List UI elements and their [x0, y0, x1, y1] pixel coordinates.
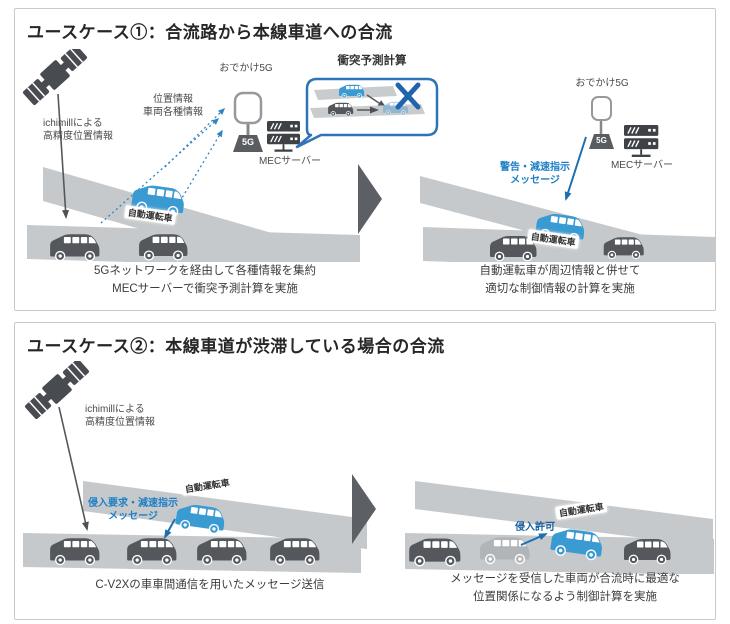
- usecase1-diagram: ichimillによる 高精度位置情報 位置情報 車両各種情報 おでかけ5G 5…: [15, 49, 715, 262]
- mec-server-icon-left: [266, 120, 301, 153]
- gps-satellite-icon: [20, 49, 90, 109]
- collision-x-icon: [395, 82, 421, 110]
- ichimill-label: ichimillによる 高精度位置情報: [43, 118, 113, 142]
- position-info-label: 位置情報 車両各種情報: [143, 94, 203, 118]
- permission-arrow: [520, 533, 548, 546]
- collision-calc-label: 衝突予測計算: [337, 55, 407, 67]
- usecase1-panel: ユースケース①：合流路から本線車道への合流: [14, 8, 716, 311]
- gps-satellite-icon: [22, 361, 92, 423]
- warning-message-arrow: [564, 136, 587, 201]
- usecase2-caption-left: C-V2Xの車車間通信を用いたメッセージ送信: [95, 579, 325, 591]
- usecase1-caption-left: 5Gネットワークを経由して各種情報を集約 MECサーバーで衝突予測計算を実施: [94, 265, 316, 295]
- 5g-base-label-right: 5G: [596, 136, 607, 145]
- uplink-dotted-arrows: [100, 107, 226, 224]
- merge-ramp-road: [83, 481, 367, 549]
- gps-signal-arrow: [57, 93, 70, 219]
- ichimill-label: ichimillによる 高精度位置情報: [85, 404, 155, 428]
- gps-signal-arrow: [58, 406, 89, 531]
- usecase1-caption-right: 自動運転車が周辺情報と併せて 適切な制御情報の計算を実施: [479, 265, 641, 295]
- usecase2-caption-right: メッセージを受信した車両が合流時に最適な 位置関係になるよう制御計算を実施: [450, 573, 680, 603]
- collision-prediction-bubble: [295, 77, 439, 149]
- usecase2-panel: ユースケース②：本線車道が渋滞している場合の合流: [14, 322, 716, 620]
- mec-server-label-left: MECサーバー: [258, 156, 322, 167]
- odekake5g-left-label: おでかけ5G: [219, 63, 273, 74]
- mini-merge-arrow: [366, 94, 387, 109]
- usecase2-title: ユースケース②：本線車道が渋滞している場合の合流: [27, 337, 445, 356]
- usecase2-diagram: ichimillによる 高精度位置情報 自動運転車 侵入要求・減速指示 メッセー…: [15, 361, 715, 574]
- 5g-base-label-left: 5G: [241, 137, 254, 147]
- v2x-message-arrow: [164, 518, 176, 539]
- warning-message-label: 警告・減速指示 メッセージ: [500, 162, 570, 186]
- mec-server-label-right: MECサーバー: [610, 160, 674, 171]
- mec-server-icon-right: [623, 124, 660, 158]
- entry-permission-label: 侵入許可: [515, 522, 555, 533]
- odekake5g-right-label: おでかけ5G: [575, 78, 629, 89]
- base-station-5g-left: [233, 91, 263, 152]
- usecase1-title: ユースケース①：合流路から本線車道への合流: [27, 23, 393, 42]
- next-step-arrow: [352, 474, 376, 544]
- entry-request-label: 侵入要求・減速指示 メッセージ: [88, 498, 178, 522]
- main-road: [27, 225, 360, 262]
- next-step-arrow: [358, 164, 382, 234]
- base-station-5g-right: [589, 96, 614, 149]
